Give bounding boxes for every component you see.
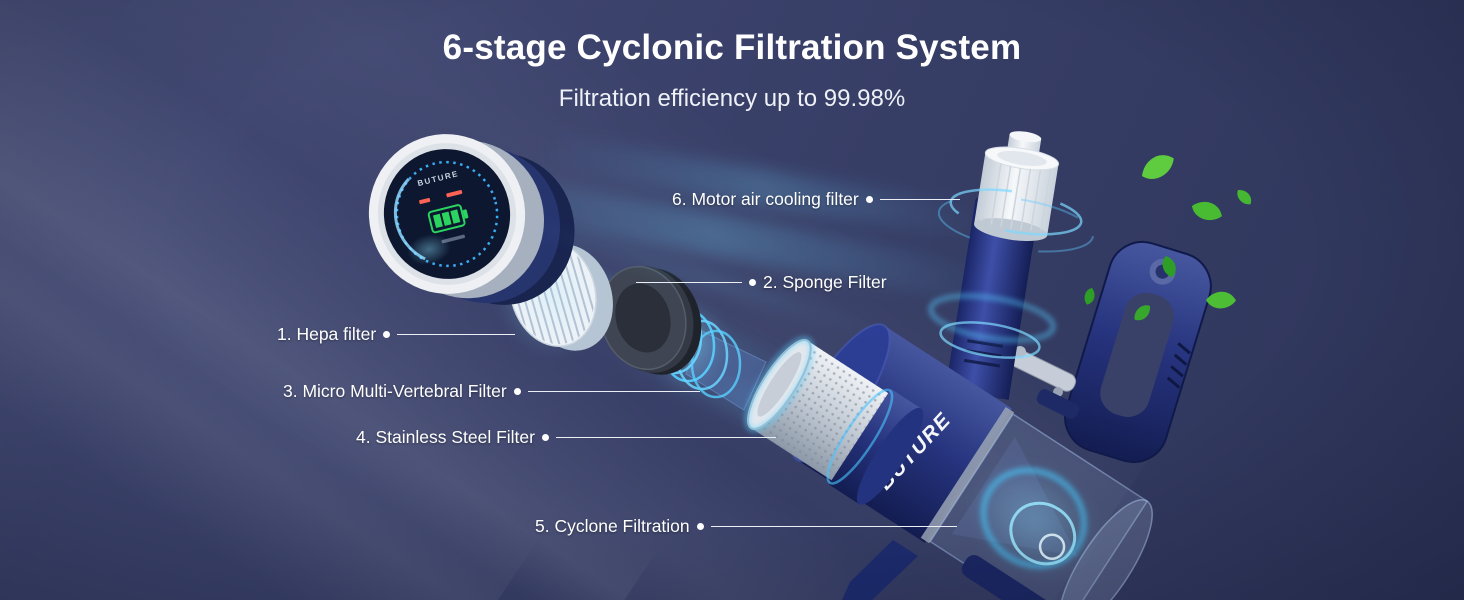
callout-sponge-filter: 2. Sponge Filter [636, 272, 887, 293]
cooling-filter-airflow [937, 188, 1095, 253]
page-subtitle: Filtration efficiency up to 99.98% [558, 85, 906, 112]
callout-line [879, 198, 960, 201]
callout-line [636, 281, 742, 284]
motor-cooling-filter-part [974, 131, 1060, 242]
callout-label: 1. Hepa filter [277, 324, 377, 344]
callout-stainless-steel-filter: 4. Stainless Steel Filter [356, 427, 776, 448]
callout-motor-air-cooling-filter: 6. Motor air cooling filter [672, 189, 960, 210]
callout-dot [696, 523, 704, 530]
leaf-icons [1084, 155, 1252, 321]
callout-label: 3. Micro Multi-Vertebral Filter [283, 381, 507, 401]
battery-indicator-icon [427, 204, 469, 234]
sponge-filter-part [599, 265, 702, 375]
foreground-glow [498, 210, 900, 345]
callout-line [397, 333, 516, 336]
airflow-glow [929, 294, 1055, 359]
wand-stub [842, 540, 918, 600]
callout-label: 4. Stainless Steel Filter [356, 427, 535, 447]
callout-micro-vertebral-filter: 3. Micro Multi-Vertebral Filter [283, 381, 700, 402]
callout-hepa-filter: 1. Hepa filter [277, 324, 516, 345]
callout-label: 5. Cyclone Filtration [535, 516, 690, 536]
callout-line [527, 390, 700, 393]
callout-label: 6. Motor air cooling filter [672, 189, 859, 209]
callout-dot [749, 279, 756, 286]
display-text-line [441, 234, 465, 244]
callout-dot [541, 434, 549, 441]
display-head: BUTURE [368, 134, 575, 305]
callout-dot [865, 196, 873, 203]
callout-line [555, 436, 776, 439]
callout-label: 2. Sponge Filter [763, 272, 887, 292]
display-warning-indicators [419, 189, 463, 205]
callout-line [710, 525, 957, 528]
page-title: 6-stage Cyclonic Filtration System [442, 28, 1022, 67]
callout-dot [513, 388, 521, 395]
stainless-steel-filter-part [745, 337, 924, 505]
callout-dot [383, 331, 391, 338]
handle [1064, 240, 1212, 464]
callout-cyclone-filtration: 5. Cyclone Filtration [535, 516, 957, 537]
